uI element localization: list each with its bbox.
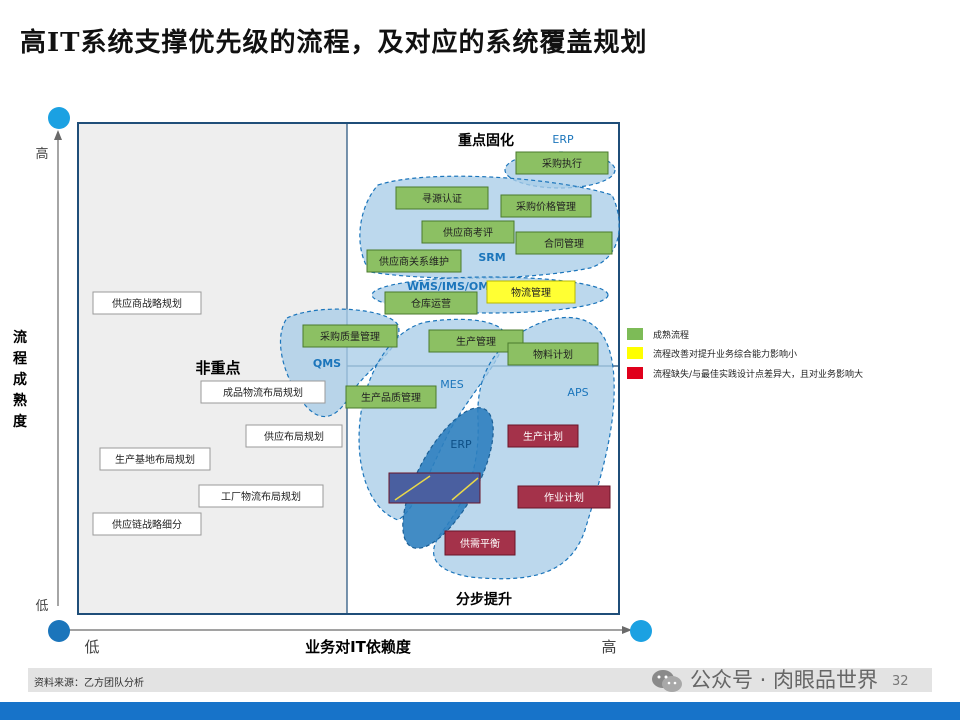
legend-swatch-improve <box>627 347 643 359</box>
process-box-mature <box>515 151 609 175</box>
process-label: 生产基地布局规划 <box>115 453 195 466</box>
x-axis-high: 高 <box>601 638 616 656</box>
legend-label: 流程缺失/与最佳实践设计点差异大，且对业务影响大 <box>653 368 863 380</box>
process-label: 仓库运营 <box>411 297 451 310</box>
process-box-mature <box>345 385 437 409</box>
x-axis-low: 低 <box>84 638 99 656</box>
process-box-gap <box>444 530 516 556</box>
process-label: 成品物流布局规划 <box>223 386 303 399</box>
y-axis-label-char: 流 <box>13 329 27 346</box>
process-box <box>245 424 343 448</box>
process-label: 生产品质管理 <box>361 391 421 404</box>
y-axis-arrow-icon <box>54 130 62 140</box>
footer-bar <box>0 702 960 720</box>
source-note: 资料来源：乙方团队分析 <box>34 678 144 689</box>
process-box-mature <box>302 324 398 348</box>
y-axis-low: 低 <box>35 599 48 614</box>
process-label: 合同管理 <box>544 237 584 250</box>
y-axis-label-char: 成 <box>13 371 27 388</box>
process-box-mature <box>384 291 478 315</box>
srm-label: SRM <box>478 251 505 264</box>
watermark: 公众号 · 肉眼品世界 <box>690 668 879 692</box>
corner-dot-bottom-left <box>48 620 70 642</box>
process-box <box>92 291 202 315</box>
legend-swatch-mature <box>627 328 643 340</box>
process-box <box>198 484 324 508</box>
aps-blob <box>433 316 615 580</box>
quadrant-label-improve: 分步提升 <box>456 591 512 608</box>
legend-label: 成熟流程 <box>653 329 689 341</box>
y-axis-high: 高 <box>35 146 48 162</box>
process-box-mature <box>515 231 613 255</box>
process-label: 生产管理 <box>456 335 496 348</box>
quadrant-label-non-key: 非重点 <box>195 359 240 377</box>
matrix-frame <box>77 122 620 615</box>
process-box-mature <box>395 186 489 210</box>
legend-label: 流程改善对提升业务综合能力影响小 <box>653 348 797 360</box>
wechat-icon <box>652 670 682 692</box>
wms-label: WMS/IMS/OMS <box>407 280 497 293</box>
process-box-mature <box>507 342 599 366</box>
process-box-improve <box>486 280 576 304</box>
process-label: 物料计划 <box>533 348 573 361</box>
page-number: 32 <box>892 674 909 689</box>
corner-dot-bottom-right <box>630 620 652 642</box>
process-label: 工厂物流布局规划 <box>221 490 301 503</box>
process-label: 供应链战略细分 <box>112 518 182 531</box>
process-label: 寻源认证 <box>422 192 462 205</box>
corner-dot-top-left <box>48 107 70 129</box>
process-label: 生产计划 <box>523 430 563 443</box>
process-box-mature <box>366 249 462 273</box>
process-label: 供应商战略规划 <box>112 297 182 310</box>
process-label: 供应布局规划 <box>264 430 324 443</box>
process-label: 供应商考评 <box>443 226 493 239</box>
mes-label: MES <box>440 378 463 391</box>
process-label: 作业计划 <box>544 491 584 504</box>
x-axis-arrow-icon <box>622 626 632 634</box>
legend: 成熟流程 流程改善对提升业务综合能力影响小 流程缺失/与最佳实践设计点差异大，且… <box>627 328 863 380</box>
y-axis-label-char: 度 <box>13 413 28 430</box>
process-label: 采购质量管理 <box>320 330 380 343</box>
qms-label: QMS <box>313 357 341 370</box>
legend-swatch-gap <box>627 367 643 379</box>
process-label: 供需平衡 <box>460 537 500 550</box>
source-bar <box>28 668 932 692</box>
supply-demand-overlap-box <box>388 472 481 504</box>
process-box-mature <box>428 329 524 353</box>
y-axis-label-char: 程 <box>13 351 27 367</box>
y-axis-label-char: 熟 <box>13 392 27 409</box>
process-label: 供应商关系维护 <box>379 255 449 268</box>
process-label: 物流管理 <box>511 286 551 299</box>
aps-label: APS <box>567 386 588 399</box>
process-box-gap <box>507 424 579 448</box>
process-box-mature <box>421 220 515 244</box>
page-title: 高IT系统支撑优先级的流程，及对应的系统覆盖规划 <box>20 28 648 58</box>
process-label: 采购执行 <box>542 157 582 170</box>
x-axis-label: 业务对IT依赖度 <box>305 638 412 656</box>
erp-top-label: ERP <box>552 133 574 146</box>
process-box <box>200 380 326 404</box>
process-box <box>92 512 202 536</box>
quadrant-label-key: 重点固化 <box>458 132 514 149</box>
erp-mid-label: ERP <box>450 438 472 451</box>
process-box-mature <box>500 194 592 218</box>
process-box <box>99 447 211 471</box>
process-box-gap <box>517 485 611 509</box>
process-label: 采购价格管理 <box>516 200 576 213</box>
